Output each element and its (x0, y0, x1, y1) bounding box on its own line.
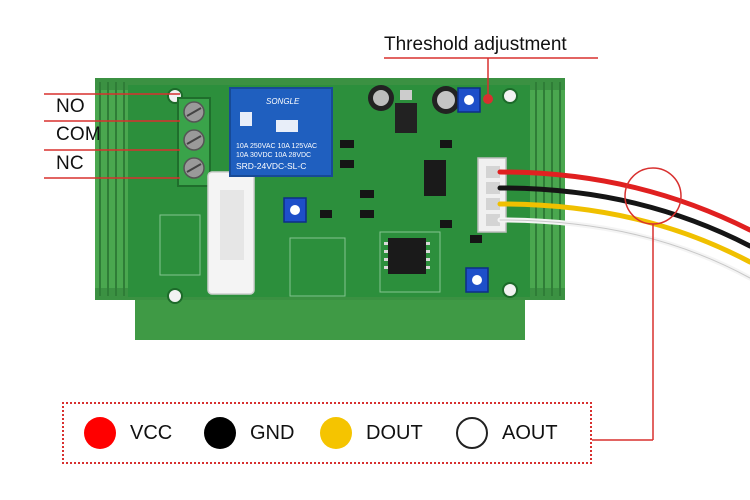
relay-rating-2: 10A 30VDC 10A 28VDC (236, 152, 311, 159)
legend-item-dout: DOUT (320, 404, 423, 462)
callout-lines (44, 57, 682, 441)
wire-color-legend: VCC GND DOUT AOUT (62, 402, 592, 464)
legend-dot-gnd (204, 417, 236, 449)
screw-terminal-block (177, 97, 211, 187)
legend-label-dout: DOUT (366, 421, 423, 444)
relay-model: SRD-24VDC-SL-C (236, 161, 306, 171)
current-sensor (207, 171, 255, 295)
relay-brand: SONGLE (266, 97, 300, 106)
relay: SONGLE 10A 250VAC 10A 125VAC 10A 30VDC 1… (229, 87, 333, 177)
terminal-label-no: NO (56, 96, 85, 117)
legend-label-aout: AOUT (502, 421, 558, 444)
legend-dot-dout (320, 417, 352, 449)
legend-label-gnd: GND (250, 421, 295, 444)
legend-item-aout: AOUT (456, 404, 558, 462)
chips (320, 90, 482, 274)
legend-label-vcc: VCC (130, 421, 173, 444)
legend-dot-vcc (84, 417, 116, 449)
potentiometers (283, 87, 489, 293)
terminal-label-com: COM (56, 124, 101, 145)
terminal-label-nc: NC (56, 153, 84, 174)
threshold-adjustment-label: Threshold adjustment (384, 34, 567, 55)
legend-item-vcc: VCC (84, 404, 172, 462)
legend-dot-aout (456, 417, 488, 449)
relay-rating-1: 10A 250VAC 10A 125VAC (236, 143, 317, 150)
capacitors (368, 85, 460, 114)
legend-item-gnd: GND (204, 404, 294, 462)
